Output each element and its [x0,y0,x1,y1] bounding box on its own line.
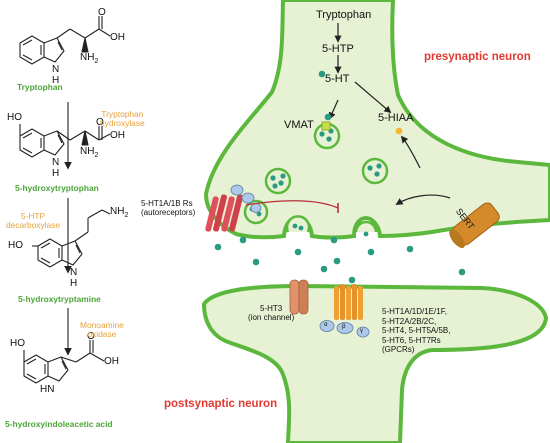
presynaptic-label: presynaptic neuron [424,51,531,63]
5-hydroxyindoleacetic-acid-structure [23,340,105,384]
compound-5-hydroxytryptamine: 5-hydroxytryptamine [18,294,101,304]
5-ht3-ion-channel [289,279,309,315]
gpcr-receptor [319,276,370,338]
htp-oh-label: OH [110,130,125,141]
5-hydroxytryptamine-structure [32,209,111,268]
hiaa-ho-label: HO [10,338,25,349]
5-hiaa-molecule [395,127,403,135]
metabolic-pathway [19,16,111,384]
g-alpha-label: α [324,322,328,328]
hiaa-o-label: O [87,331,95,342]
vesicle [264,167,292,195]
g-beta-label: β [342,324,346,330]
compound-5-hydroxyindoleacetic-acid: 5-hydroxyindoleacetic acid [5,419,113,429]
cytoplasmic-serotonin [318,70,332,121]
step-5-htp: 5-HTP [322,43,354,55]
ht-nh2-label: NH2 [110,206,129,219]
fusing-vesicles [285,215,378,233]
autoreceptor [205,184,262,232]
htp-ho-label: HO [7,112,22,123]
vmat-transporter [321,121,331,131]
autoreceptor-label: 5-HT1A/1B Rs(autoreceptors) [141,199,196,217]
postsynaptic-label: postsynaptic neuron [164,398,278,410]
hiaa-hn-label: HN [40,384,55,395]
compound-5-hydroxytryptophan: 5-hydroxytryptophan [15,183,99,193]
tryptophan-nh2-label: NH2 [80,52,99,65]
synapse-diagram [201,0,550,443]
vesicle [361,157,389,185]
htp-o-label: O [96,117,104,128]
htp-nh2-label: NH2 [80,146,99,159]
g-gamma-label: γ [360,328,363,334]
presynaptic-terminal [203,0,550,240]
step-5-ht: 5-HT [325,73,350,85]
postsynaptic-terminal [201,283,549,443]
compound-tryptophan: Tryptophan [17,82,63,92]
ion-channel-label: 5-HT3(ion channel) [248,304,295,322]
metabolite-5-hiaa: 5-HIAA [378,112,414,124]
vmat-label: VMAT [284,119,314,131]
ht-ho-label: HO [8,240,23,251]
gpcr-label: 5-HT1A/1D/1E/1F, 5-HT2A/2B/2C, 5-HT4, 5-… [382,307,451,355]
sert-transporter [449,202,500,248]
step-tryptophan: Tryptophan [316,9,372,21]
autoreceptor-inhibition [245,200,339,209]
hiaa-oh-label: OH [104,356,119,367]
tryptophan-oh2-label: OH [110,32,125,43]
cleft-serotonin [214,236,466,276]
tryptophan-structure [19,16,111,65]
tryptophan-oh-label: O [98,7,106,18]
